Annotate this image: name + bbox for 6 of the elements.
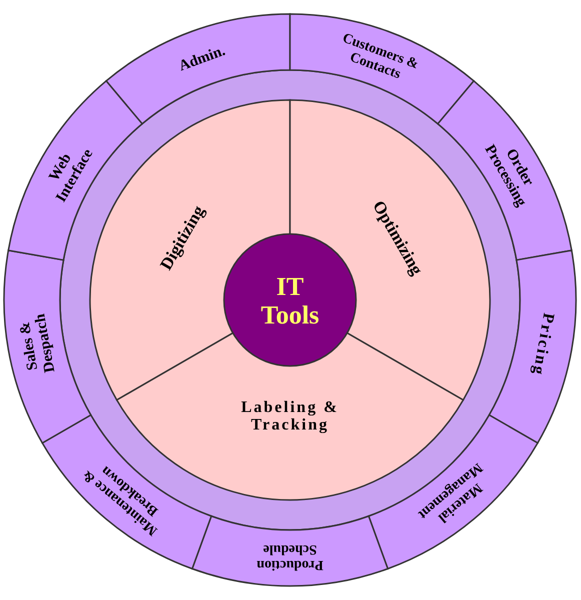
center-label: IT Tools <box>260 272 320 330</box>
segment-label: Admin. <box>176 43 228 74</box>
segment-label: Sales & Despatch <box>16 312 58 374</box>
segment-label: Labeling & Tracking <box>241 398 339 434</box>
segment-label: Production Schedule <box>256 541 324 572</box>
segment-label: Pricing <box>529 312 557 378</box>
